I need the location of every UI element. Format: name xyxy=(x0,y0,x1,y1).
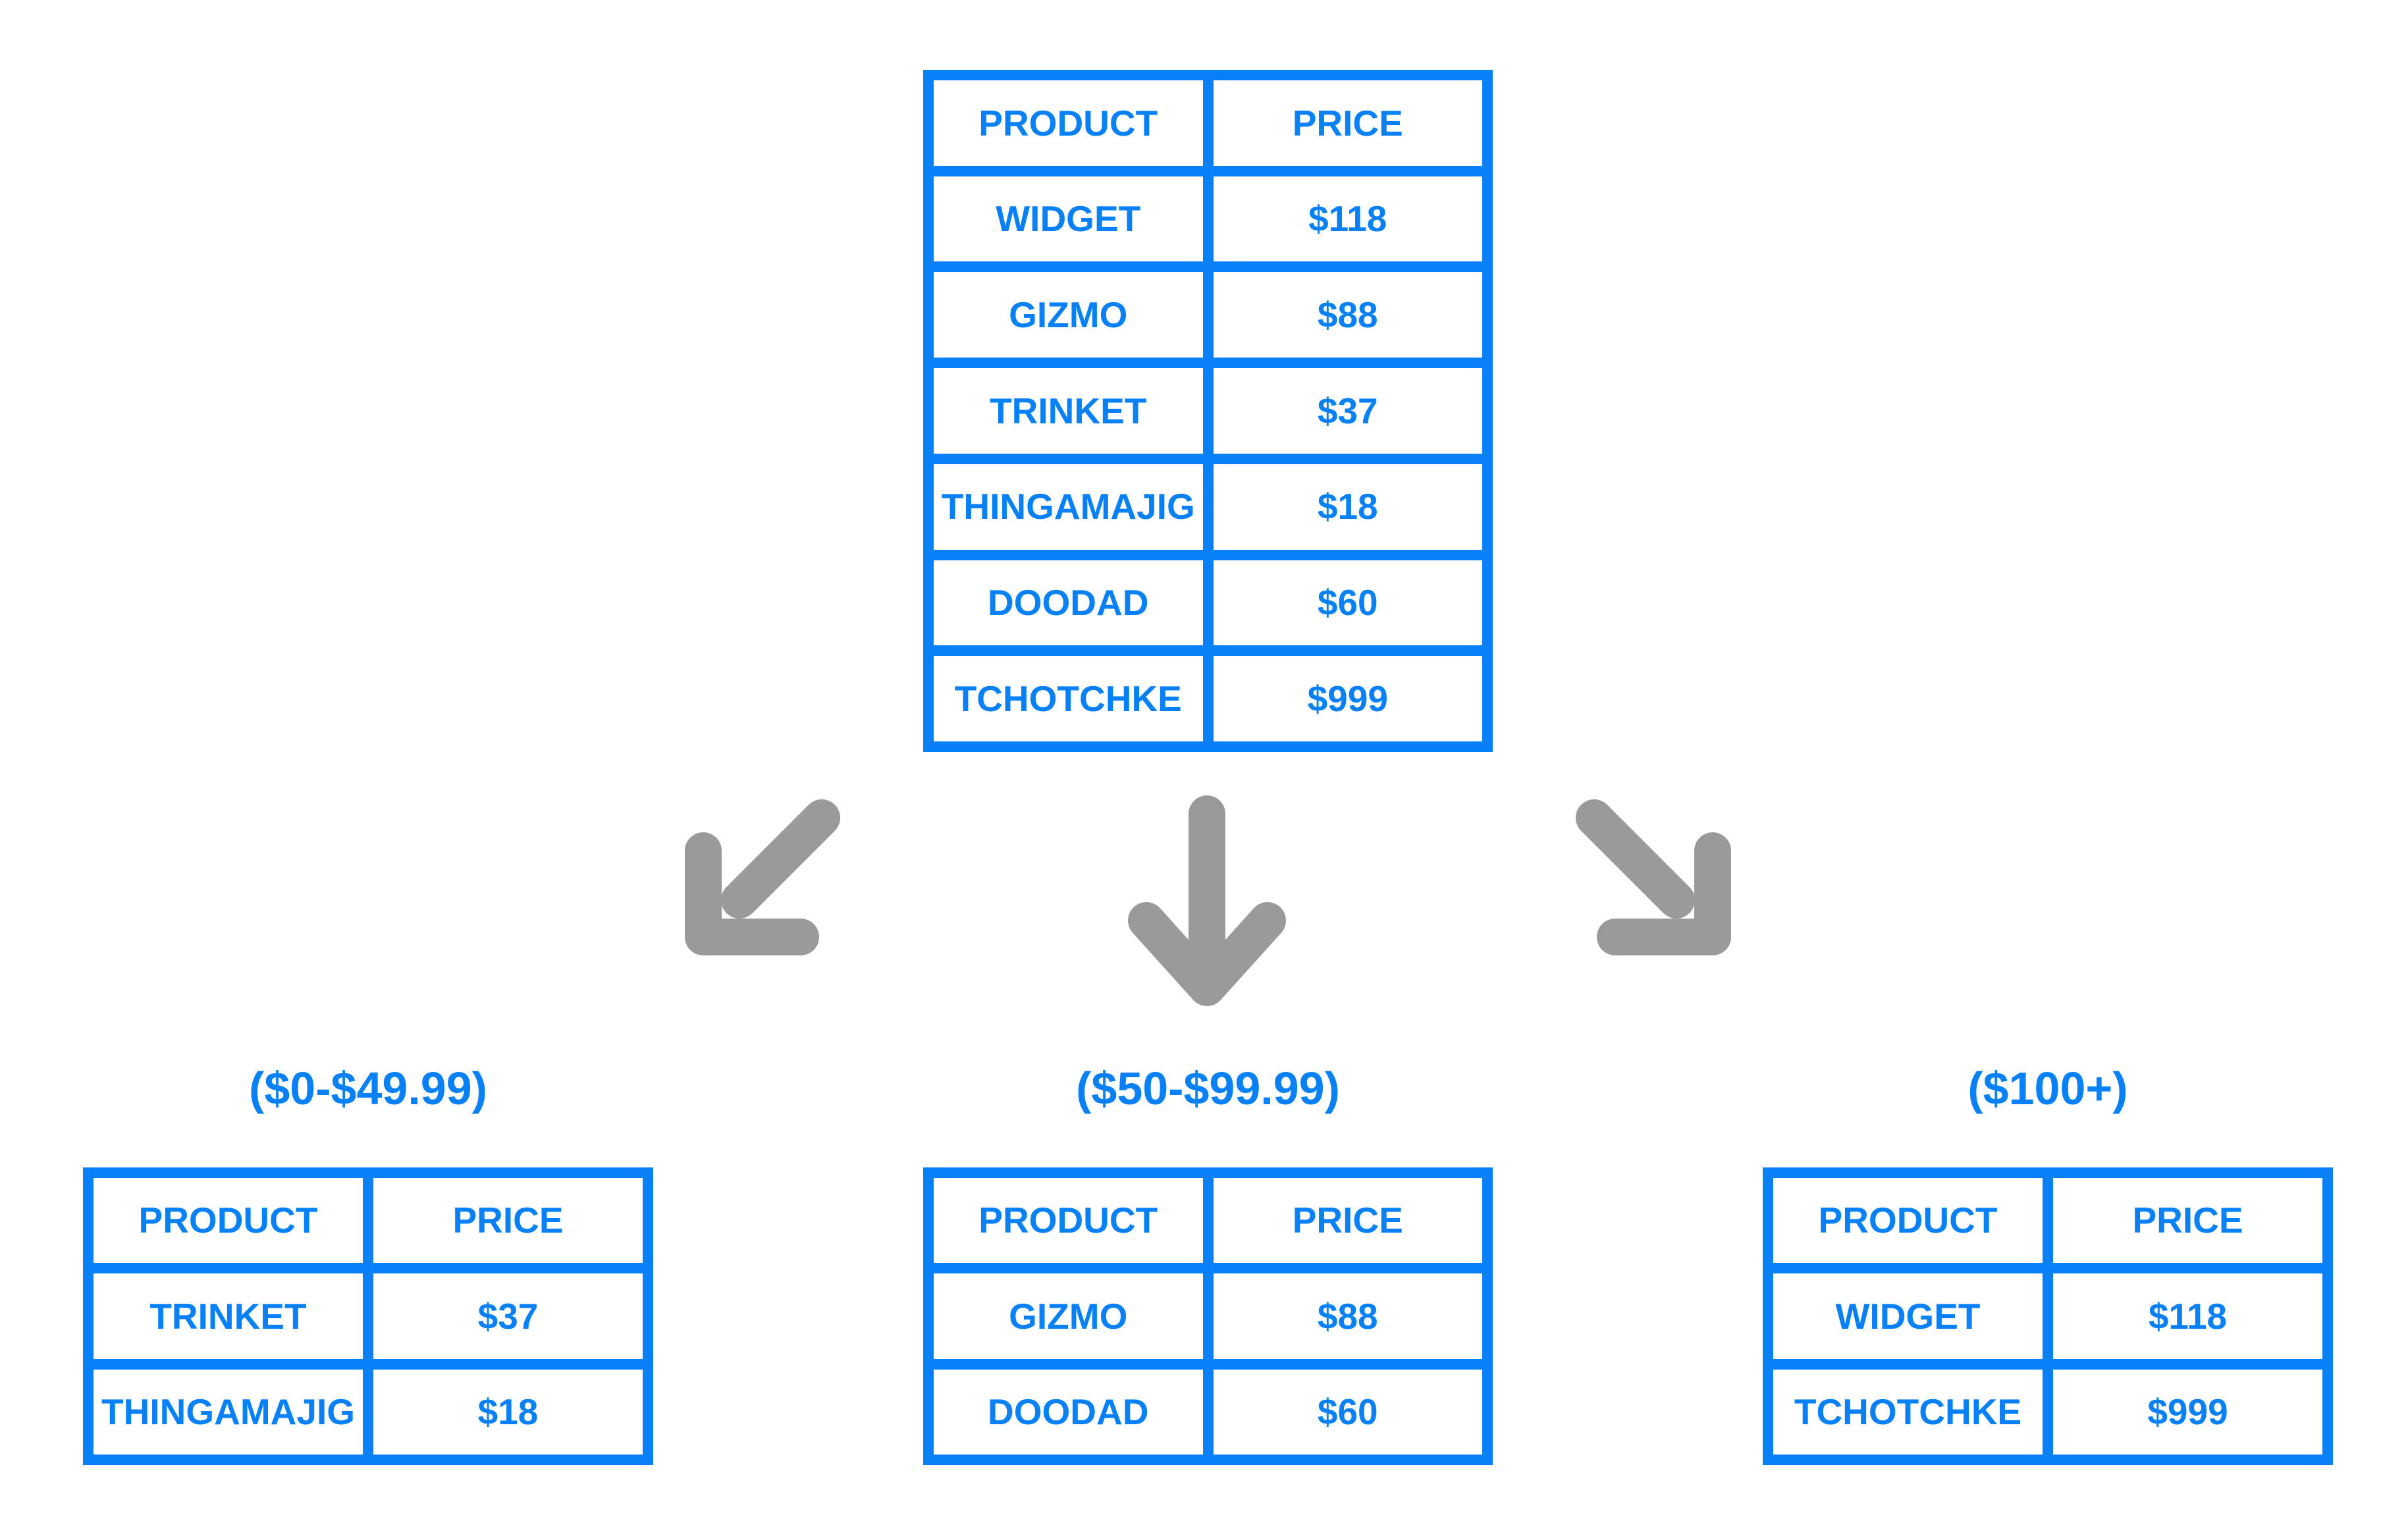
cell-product: GIZMO xyxy=(928,1268,1208,1364)
table-row: TRINKET $37 xyxy=(88,1268,648,1364)
cell-product: GIZMO xyxy=(928,267,1208,363)
header-price: PRICE xyxy=(2048,1173,2328,1269)
arrow-down-right-icon xyxy=(1576,799,1731,955)
table-row: THINGAMAJIG $18 xyxy=(88,1364,648,1460)
cell-price: $37 xyxy=(368,1268,648,1364)
cell-price: $999 xyxy=(2048,1364,2328,1460)
bucket-high-table: PRODUCT PRICE WIDGET $118 TCHOTCHKE $999 xyxy=(1763,1167,2333,1465)
table-header-row: PRODUCT PRICE xyxy=(928,1173,1487,1269)
cell-price: $37 xyxy=(1208,363,1487,459)
cell-price: $60 xyxy=(1208,1364,1487,1460)
cell-product: WIDGET xyxy=(1768,1268,2048,1364)
table-row: TRINKET $37 xyxy=(928,363,1487,459)
cell-product: THINGAMAJIG xyxy=(88,1364,368,1460)
bucket-low-label: ($0-$49.99) xyxy=(249,1063,487,1114)
cell-product: WIDGET xyxy=(928,171,1208,267)
table-row: WIDGET $118 xyxy=(928,171,1487,267)
bucket-mid-label: ($50-$99.99) xyxy=(1076,1063,1340,1114)
cell-price: $88 xyxy=(1208,1268,1487,1364)
arrow-down-icon xyxy=(1128,795,1286,1006)
table-row: DOODAD $60 xyxy=(928,554,1487,651)
table-row: TCHOTCHKE $999 xyxy=(928,651,1487,747)
header-product: PRODUCT xyxy=(88,1173,368,1269)
table-row: DOODAD $60 xyxy=(928,1364,1487,1460)
bucket-low-table: PRODUCT PRICE TRINKET $37 THINGAMAJIG $1… xyxy=(83,1167,653,1465)
bucket-mid-table: PRODUCT PRICE GIZMO $88 DOODAD $60 xyxy=(923,1167,1493,1465)
cell-product: DOODAD xyxy=(928,554,1208,651)
cell-product: DOODAD xyxy=(928,1364,1208,1460)
cell-price: $118 xyxy=(1208,171,1487,267)
cell-product: TCHOTCHKE xyxy=(928,651,1208,747)
table-row: TCHOTCHKE $999 xyxy=(1768,1364,2328,1460)
table-header-row: PRODUCT PRICE xyxy=(928,75,1487,171)
cell-product: TRINKET xyxy=(88,1268,368,1364)
bucket-high-label: ($100+) xyxy=(1967,1063,2128,1114)
cell-price: $118 xyxy=(2048,1268,2328,1364)
cell-price: $18 xyxy=(1208,458,1487,555)
table-row: THINGAMAJIG $18 xyxy=(928,458,1487,555)
arrow-down-left-icon xyxy=(685,799,840,955)
cell-product: TRINKET xyxy=(928,363,1208,459)
header-product: PRODUCT xyxy=(928,75,1208,171)
table-header-row: PRODUCT PRICE xyxy=(1768,1173,2328,1269)
cell-product: THINGAMAJIG xyxy=(928,458,1208,555)
cell-price: $999 xyxy=(1208,651,1487,747)
table-row: GIZMO $88 xyxy=(928,1268,1487,1364)
header-price: PRICE xyxy=(1208,1173,1487,1269)
header-price: PRICE xyxy=(368,1173,648,1269)
cell-price: $18 xyxy=(368,1364,648,1460)
table-row: GIZMO $88 xyxy=(928,267,1487,363)
table-row: WIDGET $118 xyxy=(1768,1268,2328,1364)
source-price-table: PRODUCT PRICE WIDGET $118 GIZMO $88 TRIN… xyxy=(923,70,1493,752)
table-header-row: PRODUCT PRICE xyxy=(88,1173,648,1269)
header-price: PRICE xyxy=(1208,75,1487,171)
header-product: PRODUCT xyxy=(1768,1173,2048,1269)
cell-price: $60 xyxy=(1208,554,1487,651)
cell-product: TCHOTCHKE xyxy=(1768,1364,2048,1460)
header-product: PRODUCT xyxy=(928,1173,1208,1269)
cell-price: $88 xyxy=(1208,267,1487,363)
